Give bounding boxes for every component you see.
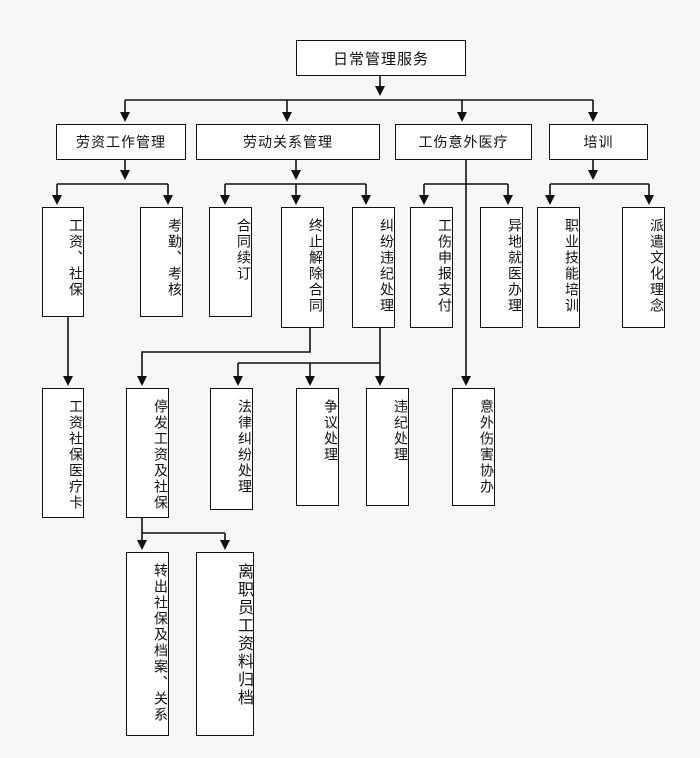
- dispute-label: 纠纷违纪处理: [378, 218, 394, 314]
- dispute-handling-label: 争议处理: [322, 399, 338, 463]
- node-injury-report: 工伤申报支付: [410, 207, 453, 328]
- node-attendance: 考勤、考核: [140, 207, 183, 317]
- training-label: 培训: [583, 135, 614, 151]
- node-discipline: 违纪处理: [366, 388, 409, 506]
- node-culture: 派遣文化理念: [622, 207, 665, 328]
- vocational-label: 职业技能培训: [563, 218, 579, 314]
- node-archive: 离职员工资料归档: [196, 552, 254, 736]
- injury-label: 工伤意外医疗: [418, 135, 509, 151]
- node-stop-pay: 停发工资及社保: [126, 388, 169, 518]
- offsite-medical-label: 异地就医办理: [506, 218, 522, 314]
- node-labor-relations: 劳动关系管理: [196, 124, 380, 160]
- legal-dispute-label: 法律纠纷处理: [236, 399, 252, 495]
- root-node: 日常管理服务: [296, 40, 466, 76]
- injury-report-label: 工伤申报支付: [436, 218, 452, 314]
- stop-pay-label: 停发工资及社保: [152, 399, 168, 511]
- root-label: 日常管理服务: [332, 49, 429, 68]
- culture-label: 派遣文化理念: [648, 218, 664, 314]
- node-training: 培训: [549, 124, 648, 160]
- node-medical-card: 工资社保医疗卡: [42, 388, 84, 518]
- contract-label: 合同续订: [235, 218, 251, 282]
- labor-label: 劳动关系管理: [243, 135, 333, 151]
- termination-label: 终止解除合同: [307, 218, 323, 314]
- node-dispute-discipline: 纠纷违纪处理: [352, 207, 395, 328]
- node-termination: 终止解除合同: [281, 207, 324, 328]
- node-dispute-handling: 争议处理: [296, 388, 339, 506]
- wage-social-label: 工资、社保: [67, 218, 83, 298]
- archive-label: 离职员工资料归档: [235, 563, 254, 707]
- medical-card-label: 工资社保医疗卡: [67, 399, 83, 511]
- node-vocational-training: 职业技能培训: [537, 207, 580, 328]
- node-offsite-medical: 异地就医办理: [480, 207, 523, 328]
- node-wages-management: 劳资工作管理: [56, 124, 186, 160]
- node-legal-dispute: 法律纠纷处理: [210, 388, 253, 510]
- node-transfer-records: 转出社保及档案、关系: [126, 552, 169, 736]
- wages-label: 劳资工作管理: [76, 135, 166, 151]
- attendance-label: 考勤、考核: [166, 218, 182, 298]
- node-wage-social: 工资、社保: [42, 207, 84, 317]
- node-accident-assist: 意外伤害协办: [452, 388, 495, 506]
- accident-label: 意外伤害协办: [478, 399, 494, 495]
- node-contract-renewal: 合同续订: [209, 207, 252, 317]
- discipline-label: 违纪处理: [392, 399, 408, 463]
- node-injury-medical: 工伤意外医疗: [395, 124, 532, 160]
- transfer-label: 转出社保及档案、关系: [152, 563, 168, 723]
